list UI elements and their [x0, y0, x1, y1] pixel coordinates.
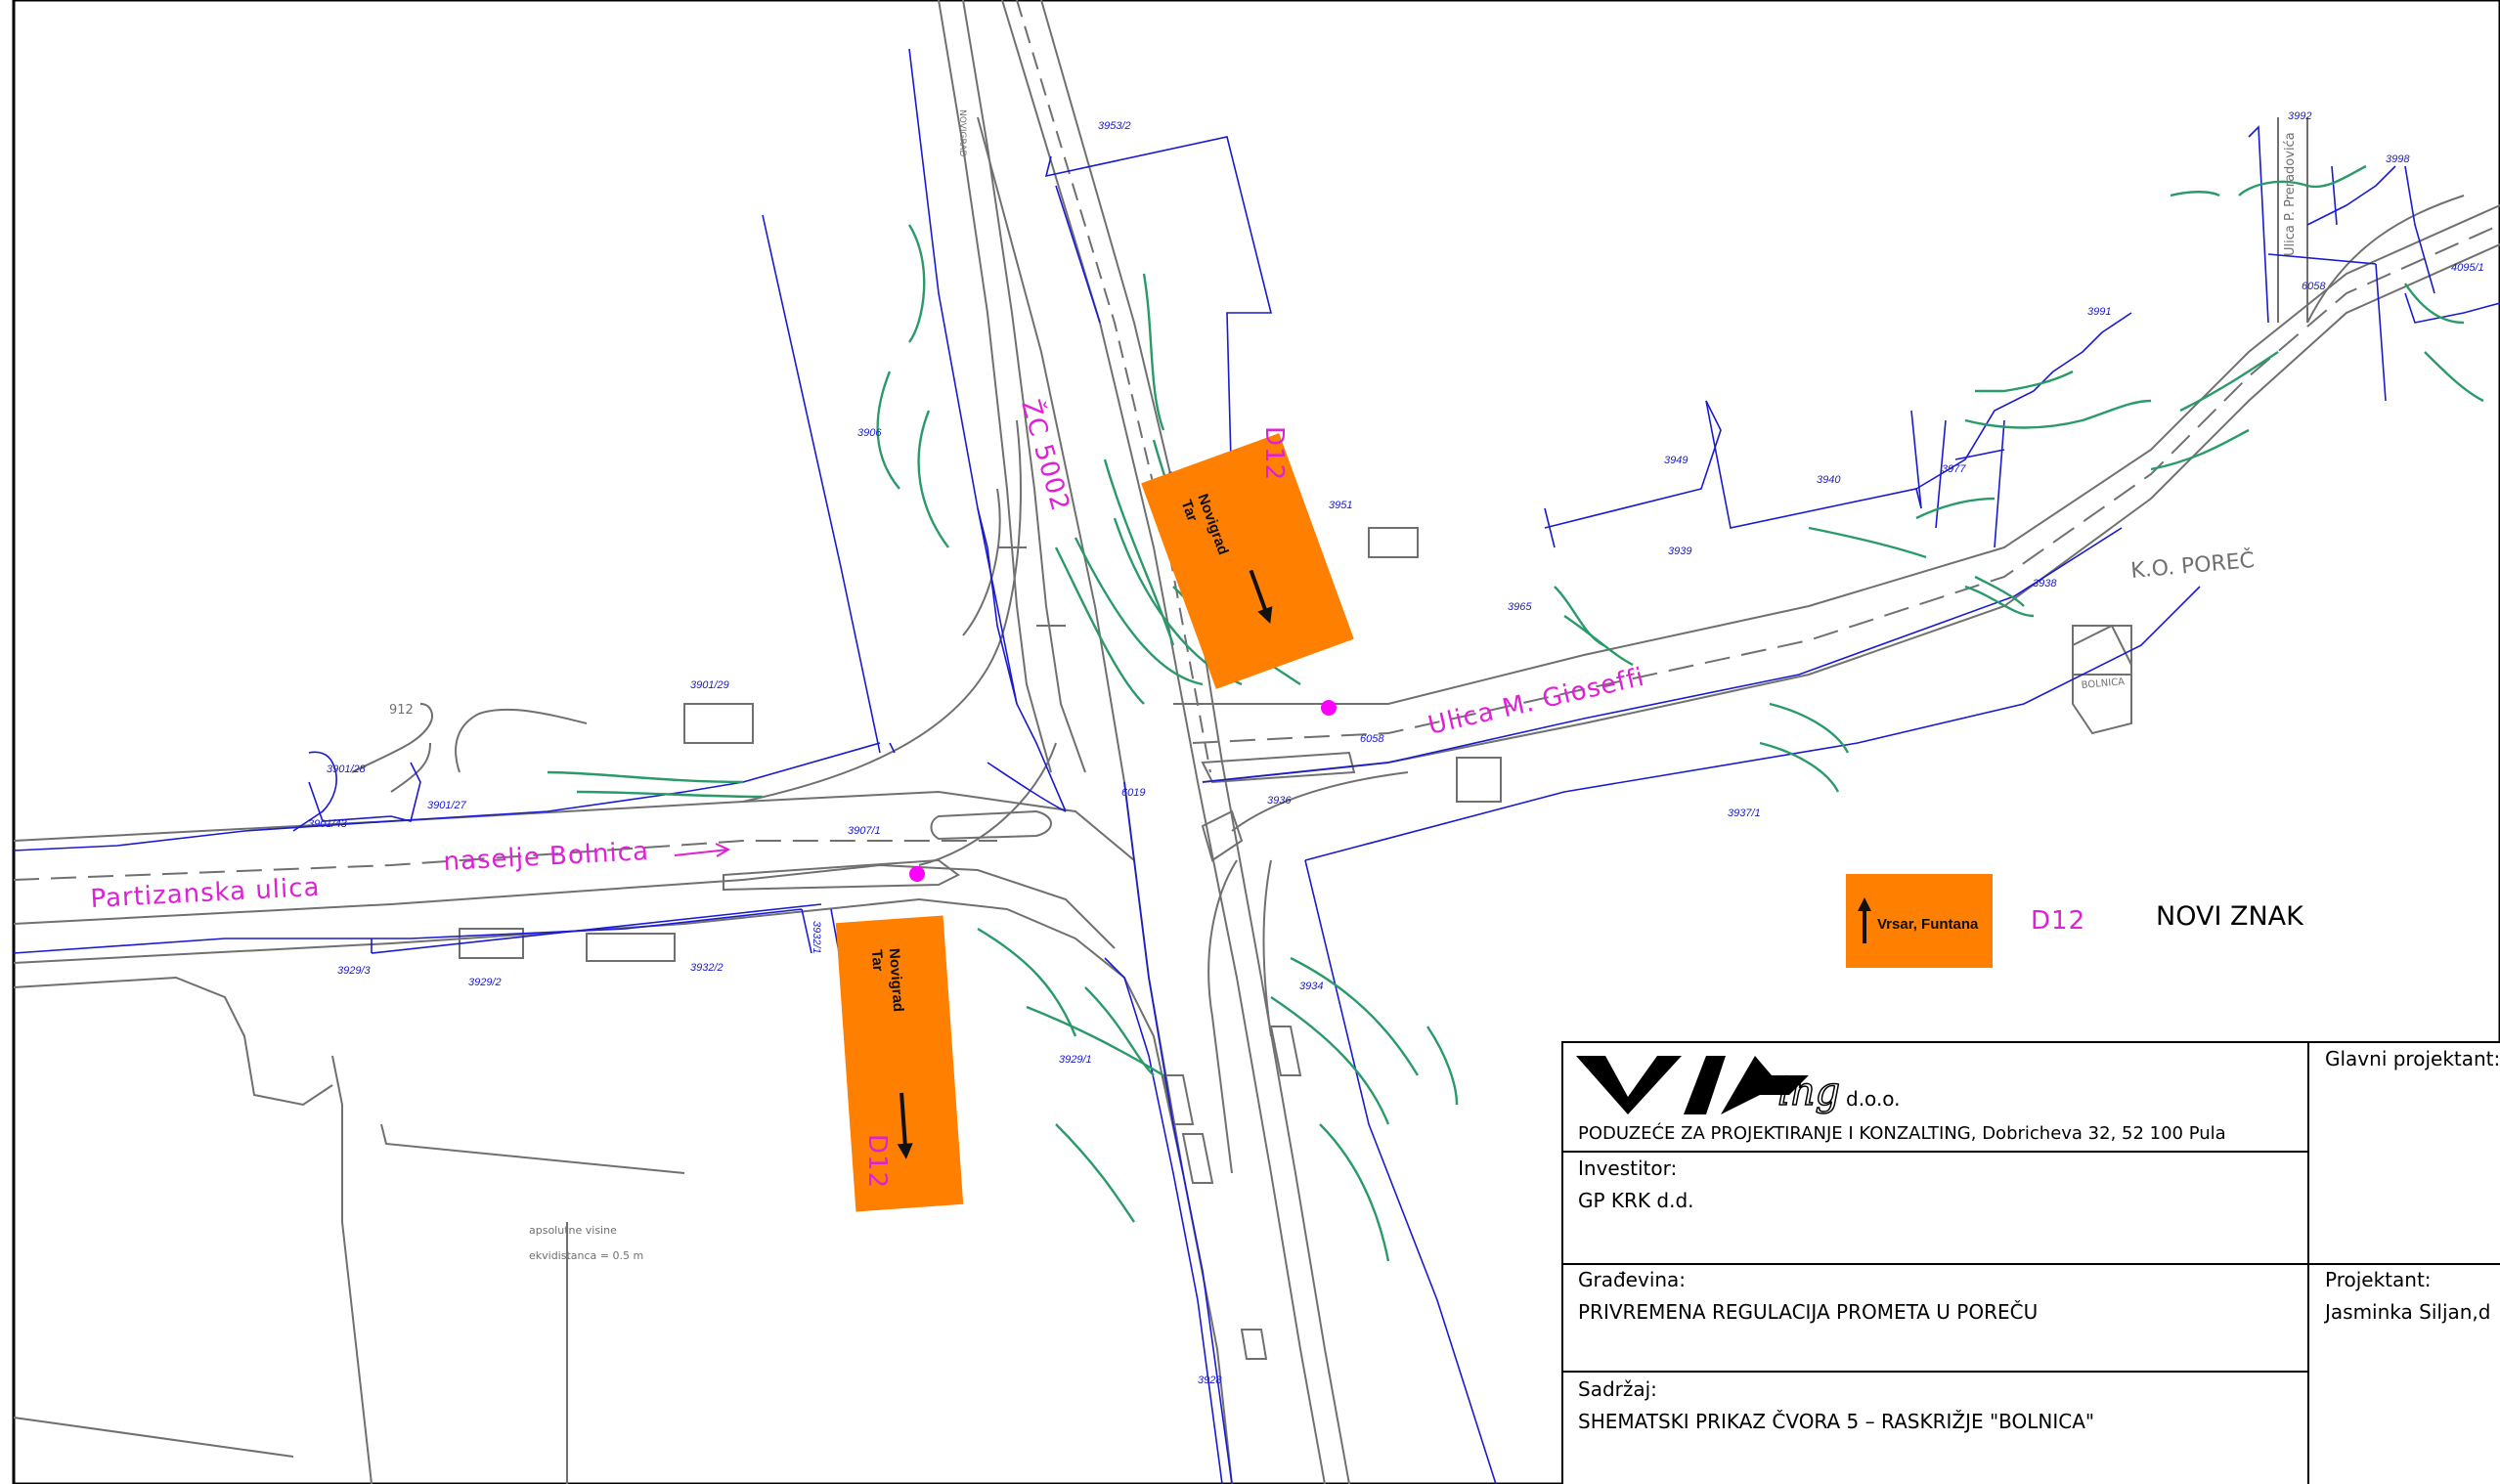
d12-sign-bottom: NovigradTar — [835, 915, 964, 1212]
parcel-label: 3901/27 — [427, 800, 467, 811]
investor-label: Investitor: — [1578, 1157, 1677, 1180]
company-logo: ing — [1576, 1056, 1841, 1115]
parcel-label: 3929/1 — [1059, 1054, 1092, 1066]
gradevina-label: Građevina: — [1578, 1268, 1686, 1291]
street-label-naselje: naselje Bolnica — [443, 837, 650, 877]
sign-position-marker — [909, 866, 925, 882]
parcel-label: 3992 — [2288, 110, 2311, 122]
parcel-label: 3953/2 — [1098, 120, 1131, 132]
parcel-label: 3901/29 — [690, 679, 729, 691]
parcel-label: 4095/1 — [2451, 262, 2484, 274]
parcel-label: 3998 — [2386, 153, 2410, 165]
parcel-label: 3932/1 — [811, 921, 822, 954]
legend: Vrsar, Funtana D12 NOVI ZNAK — [1846, 874, 2304, 968]
parcel-label: 3929/3 — [337, 965, 372, 977]
parcel-label: 3938 — [2033, 578, 2057, 589]
sadrzaj-label: Sadržaj: — [1578, 1377, 1657, 1401]
legend-code: D12 — [2031, 906, 2085, 936]
parcel-label: 3991 — [2087, 306, 2111, 318]
legend-sign-text: Vrsar, Funtana — [1877, 916, 1979, 933]
parcel-label: 3901/28 — [327, 764, 367, 775]
parcel-label: 3929/2 — [468, 977, 502, 988]
contour-lines — [547, 164, 2484, 1262]
legend-label: NOVI ZNAK — [2156, 901, 2304, 932]
glavni-projektant-label: Glavni projektant: — [2325, 1047, 2500, 1070]
street-label-zc5002: ŽC 5002 — [1015, 396, 1076, 515]
drawing-frame — [12, 0, 2500, 1484]
direction-arrow — [674, 843, 731, 857]
parcel-label: 3936 — [1267, 795, 1292, 807]
parcel-label: 3932/2 — [690, 962, 724, 974]
note-elevations: apsolutne visine — [529, 1224, 617, 1237]
sign-code-bottom: D12 — [862, 1134, 892, 1189]
street-label-partizanska: Partizanska ulica — [90, 873, 321, 914]
note-contour-interval: ekvidistanca = 0.5 m — [529, 1249, 643, 1262]
elevation-point-label: 912 — [389, 703, 414, 718]
company-address: PODUZEĆE ZA PROJEKTIRANJE I KONZALTING, … — [1578, 1122, 2226, 1144]
legend-sign — [1846, 874, 1993, 968]
parcel-label: 3977 — [1942, 463, 1966, 475]
title-block: ing d.o.o. PODUZEĆE ZA PROJEKTIRANJE I K… — [1561, 1041, 2500, 1484]
gradevina-value: PRIVREMENA REGULACIJA PROMETA U POREČU — [1578, 1300, 2038, 1324]
svg-text:ing: ing — [1777, 1069, 1840, 1114]
company-suffix: d.o.o. — [1846, 1087, 1901, 1111]
parcel-label: 3906 — [857, 427, 882, 439]
parcel-label: 3907/1 — [848, 825, 881, 837]
parcel-label: 6019 — [1121, 787, 1145, 799]
parcel-label: 3940 — [1817, 474, 1841, 486]
projektant-value: Jasminka Siljan,d — [2323, 1300, 2490, 1324]
investor-value: GP KRK d.d. — [1578, 1189, 1694, 1212]
sadrzaj-value: SHEMATSKI PRIKAZ ČVORA 5 – RASKRIŽJE "BO… — [1578, 1410, 2094, 1433]
parcel-label: 3928 — [1198, 1375, 1222, 1386]
sign-code-top: D12 — [1259, 426, 1289, 481]
sign-position-marker — [1321, 700, 1337, 716]
parcel-label: 6058 — [2302, 281, 2326, 292]
parcel-label: 6058 — [1360, 733, 1384, 745]
d12-sign-top: NovigradTar — [1141, 433, 1354, 689]
cadastral-municipality-label: K.O. POREČ — [2129, 547, 2256, 584]
street-label-preradovica: Ulica P. Preradovića — [2283, 132, 2298, 256]
building-label-bolnica: BOLNICA — [2081, 677, 2125, 691]
parcel-label: 3951 — [1329, 500, 1352, 511]
street-label-novigrad: NOVIGRAD — [957, 109, 967, 156]
sign-text: NovigradTar — [868, 948, 906, 1014]
parcel-label: 3939 — [1668, 546, 1691, 557]
parcel-label: 3934 — [1299, 981, 1323, 992]
parcel-label: 3901/43 — [308, 818, 348, 830]
parcel-label: 3937/1 — [1728, 807, 1761, 819]
parcel-lines — [13, 48, 2500, 1484]
parcel-label: 3949 — [1664, 455, 1688, 466]
parcel-label: 3965 — [1508, 601, 1532, 613]
projektant-label: Projektant: — [2325, 1268, 2432, 1291]
